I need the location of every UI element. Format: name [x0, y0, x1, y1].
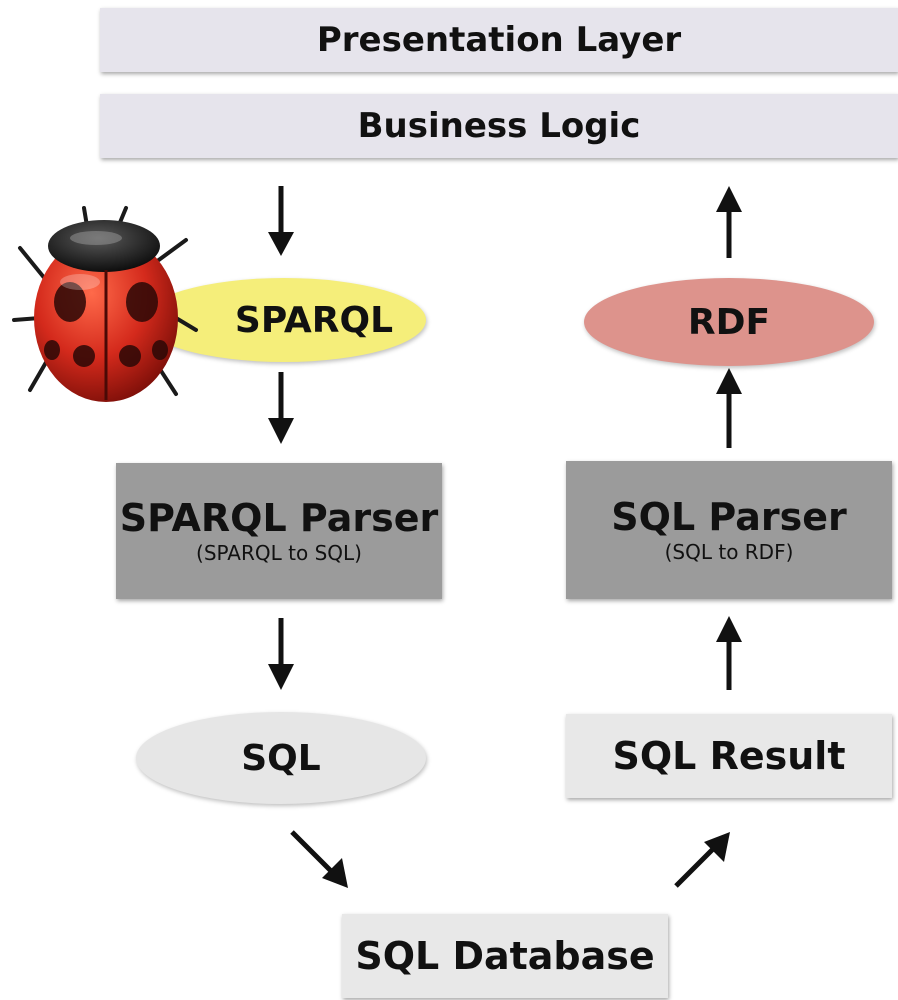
sql-database-label: SQL Database — [355, 934, 655, 978]
arrow-up-icon — [716, 616, 742, 690]
arrow-diagonal-up-icon — [674, 832, 730, 888]
business-logic-label: Business Logic — [357, 106, 641, 146]
arrow-down-icon — [268, 618, 294, 690]
rdf-ellipse: RDF — [584, 278, 874, 366]
sql-result-label: SQL Result — [612, 734, 846, 778]
sparql-label: SPARQL — [234, 299, 394, 341]
arrow-down-icon — [268, 372, 294, 444]
business-logic-box: Business Logic — [100, 94, 898, 158]
arrow-up-icon — [716, 368, 742, 448]
presentation-layer-box: Presentation Layer — [100, 8, 898, 72]
arrow-up-icon — [716, 186, 742, 258]
sql-result-box: SQL Result — [566, 714, 892, 798]
rdf-label: RDF — [687, 301, 771, 343]
sql-parser-subtitle: (SQL to RDF) — [664, 540, 794, 564]
sparql-parser-title: SPARQL Parser — [119, 496, 439, 540]
sql-label: SQL — [241, 737, 321, 779]
presentation-layer-label: Presentation Layer — [316, 20, 682, 60]
arrow-down-icon — [268, 186, 294, 256]
sql-parser-box: SQL Parser (SQL to RDF) — [566, 461, 892, 599]
arrow-diagonal-down-icon — [290, 830, 348, 888]
sparql-parser-box: SPARQL Parser (SPARQL to SQL) — [116, 463, 442, 599]
sql-ellipse: SQL — [136, 712, 426, 804]
sql-database-box: SQL Database — [342, 914, 668, 998]
sql-parser-title: SQL Parser — [611, 495, 847, 539]
ladybug-icon — [12, 206, 198, 402]
sparql-parser-subtitle: (SPARQL to SQL) — [196, 541, 362, 565]
sparql-ellipse: SPARQL — [142, 278, 426, 362]
